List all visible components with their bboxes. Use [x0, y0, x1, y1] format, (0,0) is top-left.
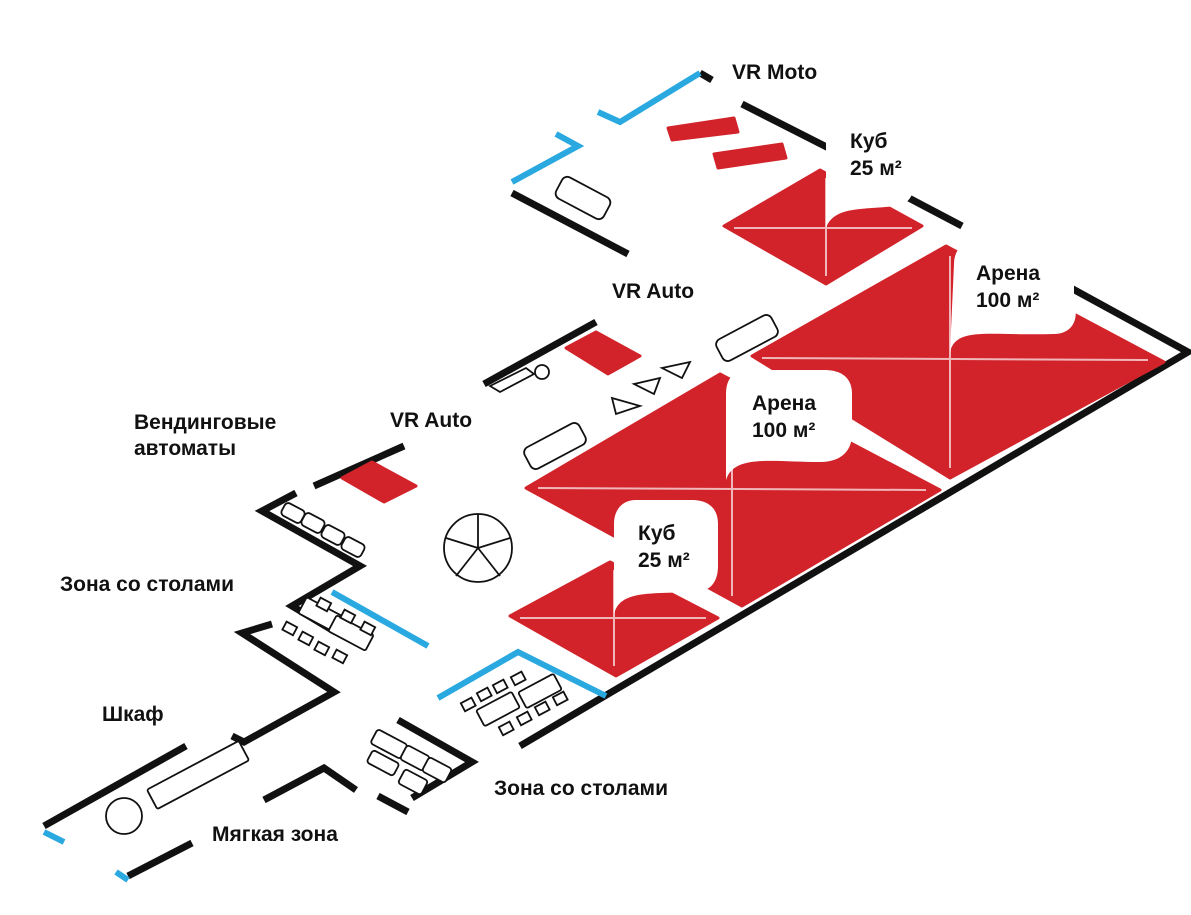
bubble-cube-top-area: 25 м²: [850, 157, 902, 180]
furniture: [105, 175, 779, 835]
label-vr-auto-top: VR Auto: [612, 280, 695, 303]
tables-left-furniture: [281, 596, 377, 665]
bubble-arena-mid-area: 100 м²: [752, 419, 816, 442]
bubble-arena-top-name: Арена: [976, 262, 1041, 285]
label-wardrobe: Шкаф: [102, 703, 164, 726]
vending-machines: [280, 502, 366, 558]
bubble-cube-top-name: Куб: [850, 130, 888, 153]
walls: [42, 69, 1191, 880]
bubble-arena-top-area: 100 м²: [976, 289, 1040, 312]
bubble-cube-bottom-area: 25 м²: [638, 549, 690, 572]
label-vr-auto-mid: VR Auto: [390, 409, 473, 432]
label-tables-bottom: Зона со столами: [494, 777, 668, 800]
glass-partitions: [42, 70, 702, 883]
round-table: [443, 513, 513, 583]
bubble-arena-mid-name: Арена: [752, 392, 817, 415]
soft-zone-furniture: [366, 729, 453, 796]
label-vr-moto: VR Moto: [732, 61, 818, 84]
bubble-cube-bottom-name: Куб: [638, 522, 676, 545]
label-vending: Вендинговые автоматы: [134, 411, 277, 460]
label-tables-left: Зона со столами: [60, 573, 234, 596]
bubble-cube-bottom: Куб 25 м²: [638, 520, 690, 574]
bubble-arena-top: Арена 100 м²: [976, 260, 1040, 314]
tables-bottom-furniture: [459, 670, 569, 737]
bubble-cube-top: Куб 25 м²: [850, 128, 902, 182]
bubble-arena-mid: Арена 100 м²: [752, 390, 816, 444]
zone-bubbles: [614, 118, 1076, 614]
label-soft-zone: Мягкая зона: [212, 823, 338, 846]
